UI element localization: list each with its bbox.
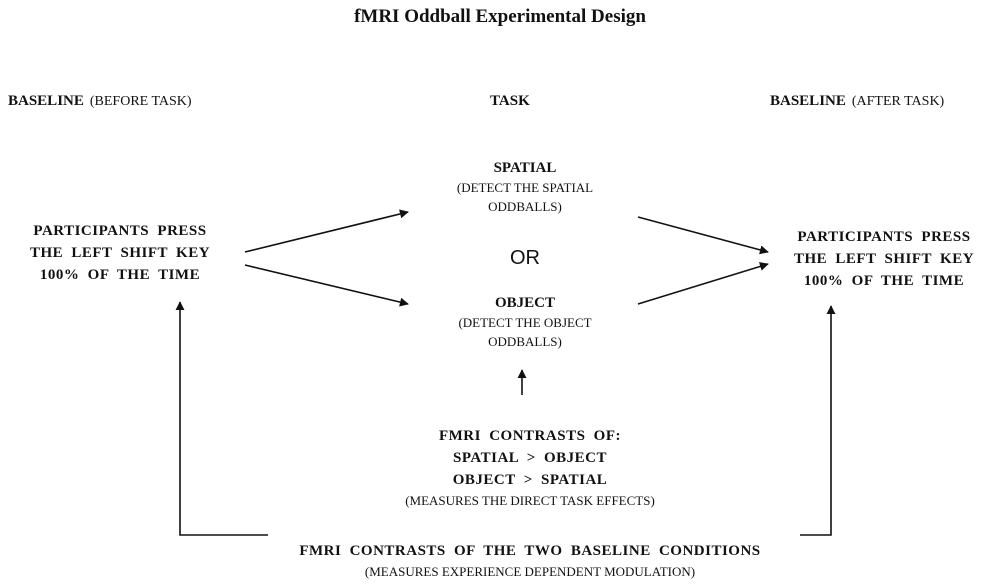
baseline-contrasts-box: FMRI CONTRASTS OF THE TWO BASELINE CONDI… (180, 540, 880, 581)
task-contrast-line: OBJECT > SPATIAL (452, 472, 608, 488)
header-baseline-after-label: BASELINE (770, 93, 846, 109)
task-contrast-line: FMRI CONTRASTS OF: (438, 428, 621, 444)
baseline-after-box: PARTICIPANTS PRESS THE LEFT SHIFT KEY 10… (768, 226, 1000, 292)
connector-baseline-contrasts-right (800, 305, 836, 536)
spatial-desc-line: (DETECT THE SPATIAL (456, 180, 594, 195)
spatial-desc-line: ODDBALLS) (488, 199, 562, 214)
spatial-task-box: SPATIAL (DETECT THE SPATIAL ODDBALLS) (410, 158, 640, 216)
spatial-label: SPATIAL (493, 160, 557, 176)
baseline-after-line: PARTICIPANTS PRESS (797, 229, 971, 245)
object-task-box: OBJECT (DETECT THE OBJECT ODDBALLS) (410, 293, 640, 351)
diagram-title: fMRI Oddball Experimental Design (354, 6, 646, 27)
or-label: OR (510, 247, 540, 269)
baseline-contrast-note: (MEASURES EXPERIENCE DEPENDENT MODULATIO… (364, 564, 696, 579)
object-desc-line: (DETECT THE OBJECT (458, 315, 592, 330)
header-baseline-before-sub: (BEFORE TASK) (89, 94, 192, 109)
object-desc-line: ODDBALLS) (488, 334, 562, 349)
baseline-contrast-line: FMRI CONTRASTS OF THE TWO BASELINE CONDI… (299, 543, 761, 559)
baseline-before-line: THE LEFT SHIFT KEY (29, 245, 211, 261)
arrow-spatial-to-baseline (637, 216, 769, 255)
arrow-baseline-to-spatial (244, 209, 409, 253)
header-baseline-after-sub: (AFTER TASK) (851, 94, 945, 109)
header-baseline-before-label: BASELINE (8, 93, 84, 109)
task-contrast-note: (MEASURES THE DIRECT TASK EFFECTS) (405, 493, 655, 508)
task-contrasts-box: FMRI CONTRASTS OF: SPATIAL > OBJECT OBJE… (370, 425, 690, 510)
baseline-before-box: PARTICIPANTS PRESS THE LEFT SHIFT KEY 10… (2, 220, 238, 286)
task-contrast-line: SPATIAL > OBJECT (452, 450, 608, 466)
header-baseline-before: BASELINE (BEFORE TASK) (8, 93, 192, 110)
baseline-before-line: PARTICIPANTS PRESS (33, 223, 207, 239)
arrow-baseline-to-object (244, 264, 409, 307)
header-baseline-after: BASELINE (AFTER TASK) (770, 93, 944, 110)
object-label: OBJECT (494, 295, 555, 311)
baseline-after-line: THE LEFT SHIFT KEY (793, 251, 975, 267)
baseline-after-line: 100% OF THE TIME (803, 273, 965, 289)
arrow-object-to-baseline (637, 262, 769, 305)
connector-baseline-contrasts-left (175, 301, 268, 536)
baseline-before-line: 100% OF THE TIME (39, 267, 201, 283)
header-task-label: TASK (490, 93, 530, 109)
header-task: TASK (490, 93, 530, 110)
